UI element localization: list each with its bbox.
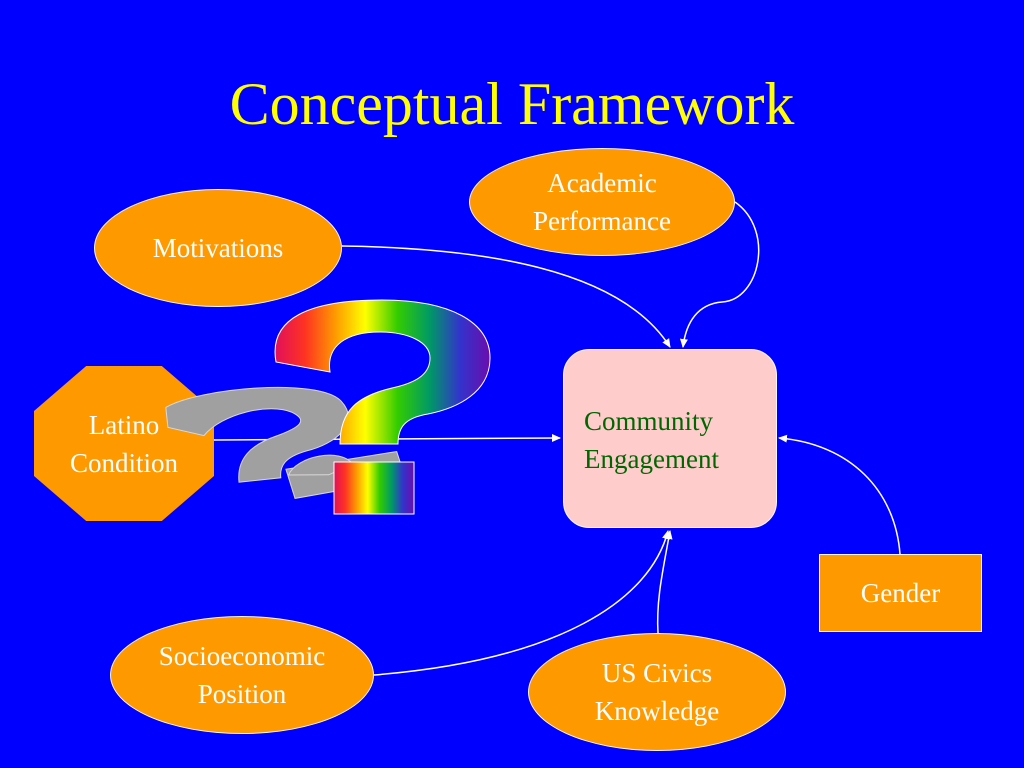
page-title: Conceptual Framework: [229, 71, 795, 137]
node-motivations: Motivations: [94, 189, 342, 307]
connector-academic: [679, 201, 760, 348]
node-community-engagement-label: Community Engagement: [584, 406, 719, 474]
node-us-civics-knowledge-label: US Civics Knowledge: [594, 658, 720, 726]
node-gender-label: Gender: [860, 578, 941, 608]
node-motivations-label: Motivations: [152, 233, 284, 263]
node-socioeconomic-position-label: Socioeconomic Position: [158, 641, 326, 709]
node-latino-condition-label: Latino Condition: [69, 409, 178, 478]
node-academic-performance: Academic Performance: [469, 148, 735, 256]
connector-gender: [778, 434, 901, 555]
node-academic-performance-label: Academic Performance: [533, 168, 671, 236]
connector-motivations: [341, 245, 671, 348]
connector-socio: [373, 530, 670, 676]
node-socioeconomic-position: Socioeconomic Position: [110, 616, 374, 734]
node-gender: Gender: [819, 554, 982, 632]
node-us-civics-knowledge: US Civics Knowledge: [528, 633, 786, 751]
node-latino-condition: Latino Condition: [34, 366, 214, 521]
node-community-engagement: Community Engagement: [563, 349, 777, 528]
connector-civics: [656, 530, 673, 634]
